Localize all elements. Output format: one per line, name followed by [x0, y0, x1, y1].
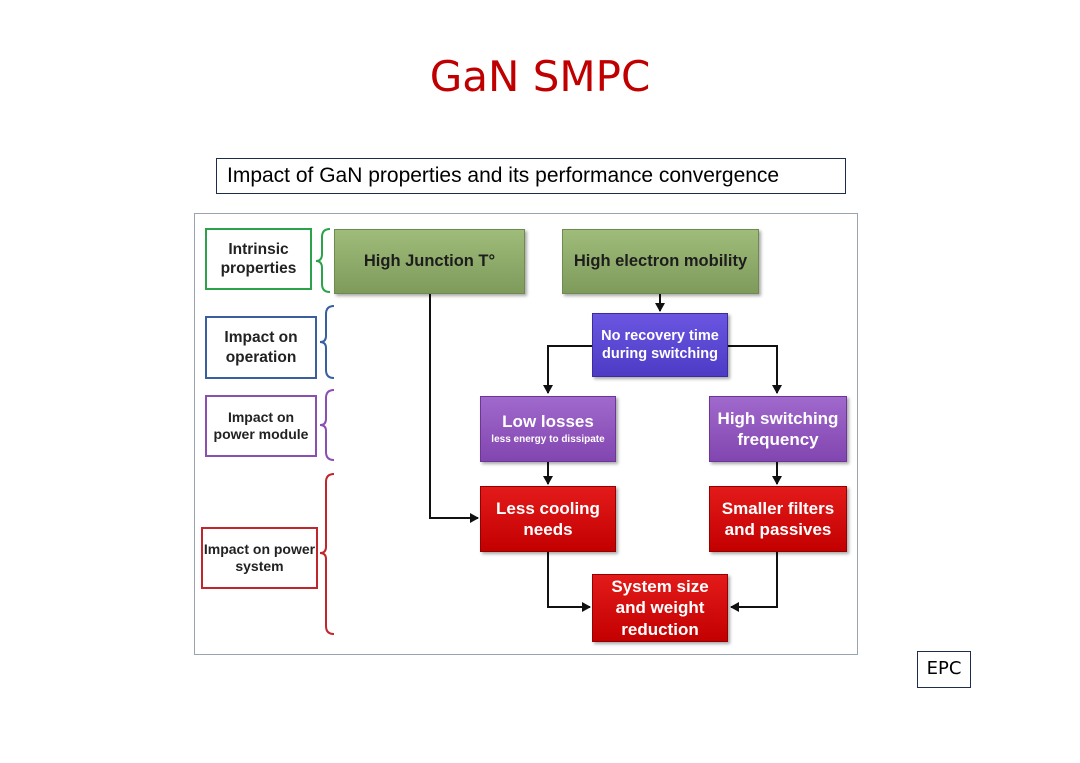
brace-operation	[319, 305, 335, 379]
node-smaller-filters: Smaller filters and passives	[709, 486, 847, 552]
label-impact-on-power-module: Impact on power module	[205, 395, 317, 457]
arrow-filters-to-system	[730, 552, 778, 612]
node-system-size-weight-reduction: System size and weight reduction	[592, 574, 728, 642]
brace-intrinsic	[315, 228, 331, 293]
node-less-cooling-needs: Less cooling needs	[480, 486, 616, 552]
node-no-recovery-time: No recovery time during switching	[592, 313, 728, 377]
node-high-electron-mobility: High electron mobility	[562, 229, 759, 294]
label-intrinsic-properties: Intrinsic properties	[205, 228, 312, 290]
node-high-junction-temperature: High Junction T°	[334, 229, 525, 294]
slide-title: GaN SMPC	[429, 52, 651, 101]
arrow-recovery-to-switching	[728, 345, 782, 394]
arrow-recovery-to-losses	[543, 345, 592, 394]
credit-label: EPC	[917, 651, 971, 688]
arrow-junction-to-cooling	[429, 294, 479, 523]
brace-power-module	[319, 389, 335, 461]
diagram-caption: Impact of GaN properties and its perform…	[216, 158, 846, 194]
label-impact-on-operation: Impact on operation	[205, 316, 317, 379]
node-low-losses: Low losses less energy to dissipate	[480, 396, 616, 462]
label-impact-on-power-system: Impact on power system	[201, 527, 318, 589]
node-low-losses-subtext: less energy to dissipate	[491, 434, 605, 446]
node-high-switching-frequency: High switching frequency	[709, 396, 847, 462]
arrow-cooling-to-system	[547, 552, 591, 612]
brace-power-system	[319, 473, 335, 635]
